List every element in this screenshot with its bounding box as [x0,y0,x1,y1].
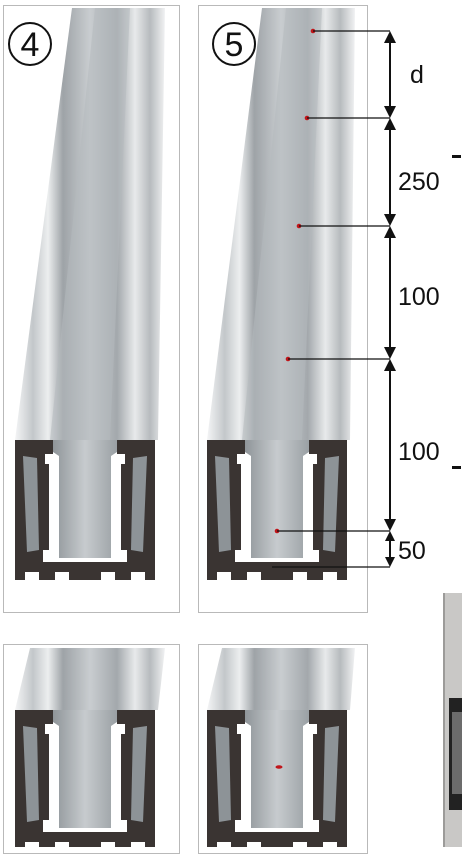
svg-text:5: 5 [225,26,244,64]
step-5-badge: 5 [212,22,256,66]
tick-mark [452,466,461,469]
tick-mark [452,155,461,158]
installation-photo [443,593,462,847]
step-4-badge: 4 [8,22,52,66]
drill-markers [272,28,390,568]
profile-bottom-left [15,648,165,847]
drill-marker [275,765,283,769]
dimension-label-50: 50 [398,537,426,565]
dimension-label-d: d [410,61,424,89]
svg-text:4: 4 [21,26,40,64]
dimension-label-100-lower: 100 [398,438,440,466]
profile-step-4 [15,8,165,582]
dimension-label-250: 250 [398,168,440,196]
profile-bottom-right [207,648,355,847]
profile-step-5 [207,8,355,582]
dimension-label-100-upper: 100 [398,283,440,311]
dimension-arrows [384,31,396,567]
